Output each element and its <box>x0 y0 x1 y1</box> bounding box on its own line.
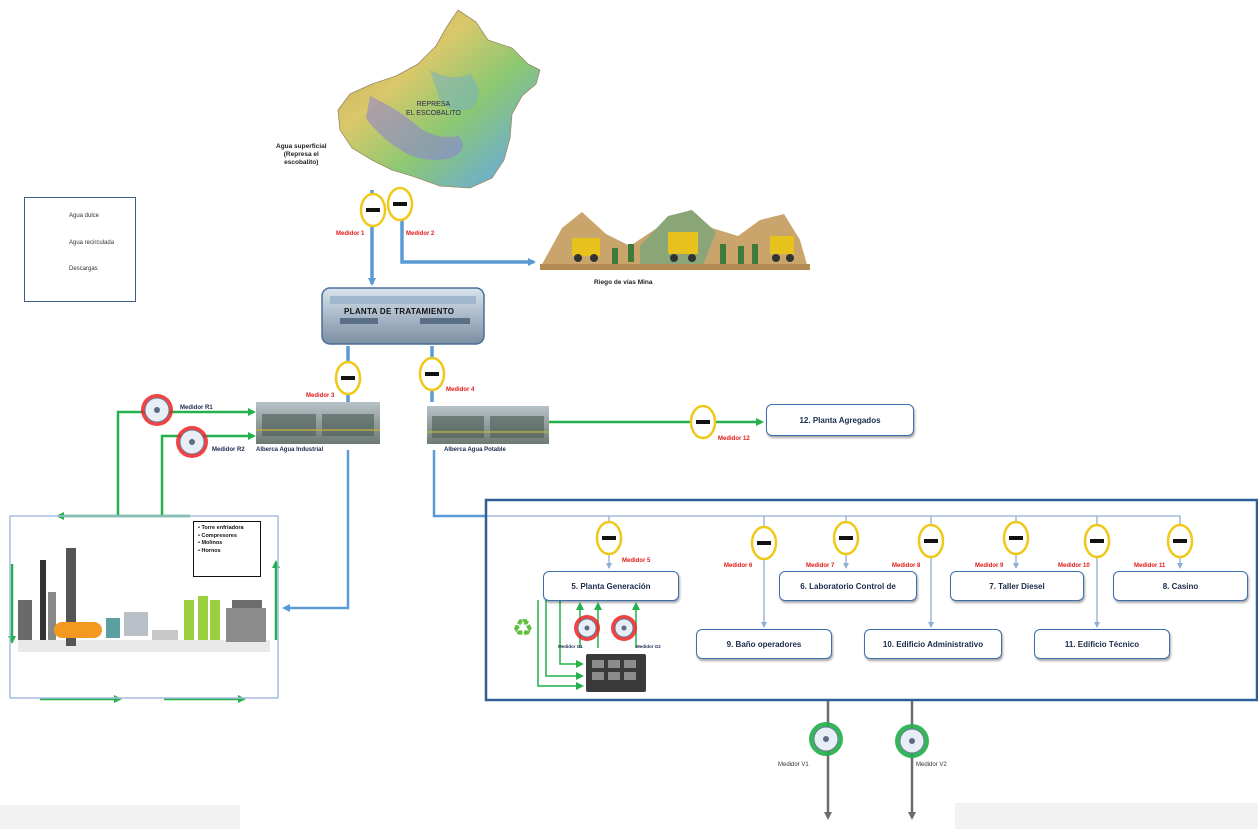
source-label: Agua superficial (Represa el escobalito) <box>276 143 327 167</box>
meters-green <box>809 722 929 758</box>
meter-1-label: Medidor 1 <box>336 231 365 237</box>
meter-v1-label: Medidor V1 <box>778 762 809 768</box>
meter-8-label: Medidor 8 <box>892 563 921 569</box>
treatment-plant-label: PLANTA DE TRATAMIENTO <box>344 307 455 316</box>
reservoir-label: REPRESA EL ESCOBALITO <box>406 100 461 118</box>
legend-recirculated-label: Agua recirculada <box>69 240 115 246</box>
reservoir-map <box>337 9 541 189</box>
process-item: • Molinos <box>198 540 223 546</box>
facility-taller-diesel: 7. Taller Diesel <box>950 571 1084 601</box>
facility-edificio-administrativo: 10. Edificio Administrativo <box>864 629 1002 659</box>
discharge-lines <box>824 700 916 820</box>
recycle-icon: ♻ <box>512 614 534 642</box>
meter-6-label: Medidor 6 <box>724 563 753 569</box>
meter-v2-label: Medidor V2 <box>916 762 947 768</box>
reservoir-label-line1: REPRESA <box>416 101 451 108</box>
facility-planta-agregados: 12. Planta Agregados <box>766 404 914 436</box>
services-frame <box>484 498 1258 702</box>
legend-fresh-label: Agua dulce <box>69 213 100 219</box>
facility-bano-operadores: 9. Baño operadores <box>696 629 832 659</box>
source-line3: escobalito) <box>284 159 319 166</box>
treatment-plant-image <box>321 287 485 345</box>
meter-g2-label: Medidor G2 <box>636 644 661 649</box>
meter-9-label: Medidor 9 <box>975 563 1004 569</box>
potable-pond-image <box>427 406 549 444</box>
process-frame <box>9 515 279 699</box>
mine-roads-label: Riego de vías Mina <box>594 279 653 286</box>
meter-4-label: Medidor 4 <box>446 387 475 393</box>
meter-10-label: Medidor 10 <box>1058 563 1090 569</box>
process-item: • Hornos <box>198 547 221 554</box>
legend-discharge-label: Descargas <box>69 266 98 272</box>
generation-control-panel <box>586 654 646 692</box>
process-plant-illustration <box>18 548 270 652</box>
recirculated-lines <box>8 408 764 703</box>
meter-3-label: Medidor 3 <box>306 393 335 399</box>
meter-5-label: Medidor 5 <box>622 558 651 564</box>
source-line2: (Represa el <box>283 151 319 158</box>
process-list: • Torre enfriadora • Compresores • Molin… <box>193 521 261 577</box>
industrial-pond-image <box>256 402 380 444</box>
facility-casino: 8. Casino <box>1113 571 1248 601</box>
meter-g1-label: Medidor G1 <box>558 644 583 649</box>
industrial-pond-label: Alberca Agua Industrial <box>256 447 324 453</box>
meter-12-label: Medidor 12 <box>718 436 750 442</box>
fresh-water-lines <box>282 190 536 612</box>
potable-pond-label: Alberca Agua Potable <box>444 447 506 453</box>
process-item: • Torre enfriadora <box>198 525 244 531</box>
reservoir-label-line2: EL ESCOBALITO <box>406 110 461 117</box>
source-line1: Agua superficial <box>276 143 327 150</box>
corner-patch-right <box>955 803 1258 829</box>
meter-7-label: Medidor 7 <box>806 563 835 569</box>
facility-planta-generacion: 5. Planta Generación <box>543 571 679 601</box>
process-item: • Compresores <box>198 532 237 539</box>
legend: Agua dulce Agua recirculada Descargas <box>24 197 136 302</box>
meter-2-label: Medidor 2 <box>406 231 435 237</box>
meter-r2-label: Medidor R2 <box>212 447 245 453</box>
meters-red <box>141 394 637 641</box>
facility-edificio-tecnico: 11. Edificio Técnico <box>1034 629 1170 659</box>
meters-yellow <box>334 186 1194 561</box>
meter-11-label: Medidor 11 <box>1134 563 1166 569</box>
mine-roads-scene <box>540 210 810 270</box>
facility-laboratorio: 6. Laboratorio Control de <box>779 571 917 601</box>
corner-patch-left <box>0 805 240 829</box>
meter-r1-label: Medidor R1 <box>180 405 213 411</box>
